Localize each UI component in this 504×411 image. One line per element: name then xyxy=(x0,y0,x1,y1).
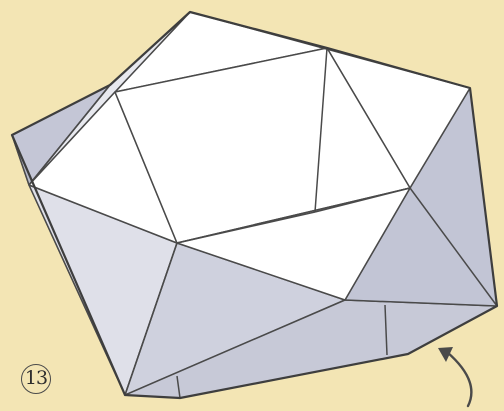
step-number-label: 13 xyxy=(21,364,51,394)
curved-arrow-up-left-icon xyxy=(438,347,471,406)
